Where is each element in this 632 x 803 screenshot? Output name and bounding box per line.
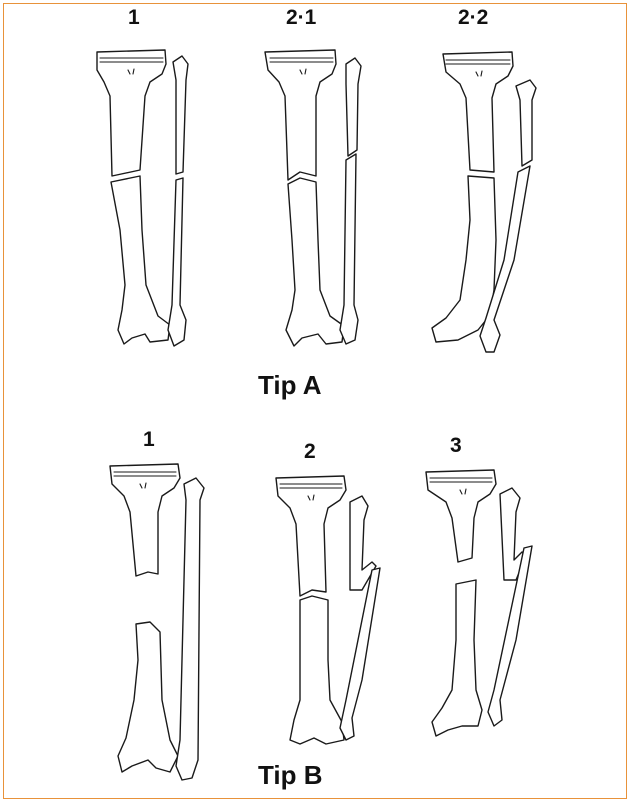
tip-a-panel-2-2: 2·2 bbox=[432, 6, 536, 352]
tip-b-panel-1-label: 1 bbox=[143, 428, 155, 451]
tip-a-2-1-fibula bbox=[340, 58, 361, 344]
tip-b-2-tibia bbox=[276, 476, 346, 744]
tip-a-title: Tip A bbox=[258, 370, 322, 400]
tip-b-panel-2-label: 2 bbox=[304, 440, 316, 463]
tip-b-panel-3-label: 3 bbox=[450, 434, 462, 457]
tip-b-panel-2: 2 bbox=[276, 440, 380, 744]
tip-a-1-tibia bbox=[97, 50, 170, 344]
tip-b-3-tibia bbox=[426, 470, 496, 736]
tip-b-panel-1: 1 bbox=[110, 428, 204, 780]
tip-b-1-fibula bbox=[176, 478, 204, 780]
tip-b-panel-3: 3 bbox=[426, 434, 532, 736]
tip-a-panel-1: 1 bbox=[97, 6, 188, 346]
tip-b-3-fibula bbox=[488, 488, 532, 726]
tip-a-2-1-tibia bbox=[265, 50, 344, 346]
tip-a-panel-2-1-label: 2·1 bbox=[286, 6, 317, 29]
tip-b-2-fibula bbox=[340, 496, 380, 740]
tip-b-title: Tip B bbox=[258, 760, 323, 790]
tip-a-panel-1-label: 1 bbox=[128, 6, 140, 29]
tip-a-1-fibula bbox=[168, 56, 188, 346]
tip-a-panel-2-1: 2·1 bbox=[265, 6, 361, 346]
tip-a-panel-2-2-label: 2·2 bbox=[458, 6, 488, 29]
tip-b-1-tibia bbox=[110, 464, 180, 772]
